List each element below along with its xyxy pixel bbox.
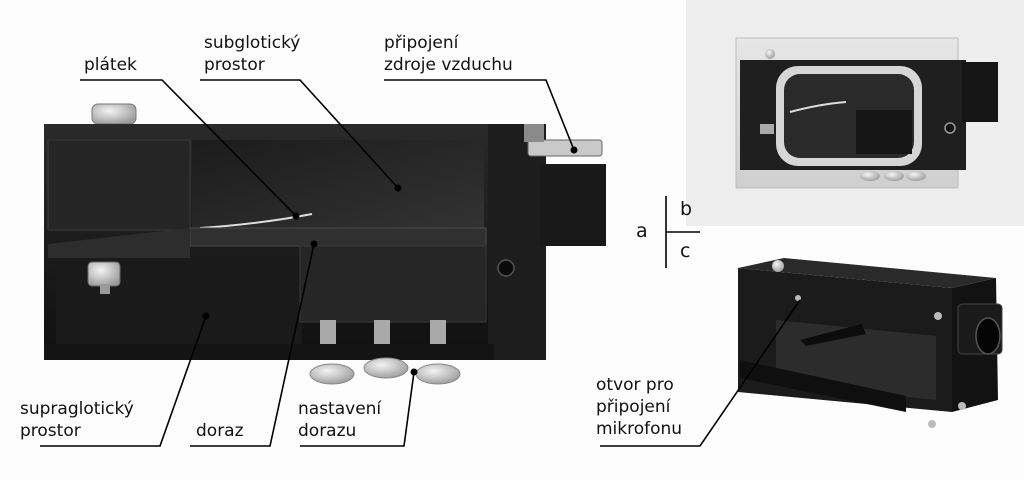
label-subgloticky-1: subglotický [204, 33, 301, 53]
label-nastaveni-2: dorazu [298, 421, 357, 441]
label-otvor-1: otvor pro [596, 375, 674, 395]
leader-supragloticky [40, 315, 207, 447]
photo-b-transparent-cover [686, 0, 1024, 226]
panel-key-a: a [636, 220, 648, 242]
panel-key-c: c [680, 240, 691, 262]
leader-otvor [600, 299, 801, 447]
panel-key-b: b [680, 198, 693, 220]
label-otvor-2: připojení [596, 397, 671, 417]
leader-nastaveni [300, 371, 415, 447]
label-subgloticky-2: prostor [204, 55, 265, 75]
leader-pripojeni [384, 79, 575, 151]
label-supragloticky-1: supraglotický [20, 399, 134, 419]
leader-subgloticky [200, 79, 399, 189]
label-supragloticky-2: prostor [20, 421, 81, 441]
leader-doraz [190, 243, 315, 447]
panel-key [665, 196, 700, 268]
label-platek: plátek [84, 55, 137, 75]
label-nastaveni-1: nastavení [298, 399, 382, 419]
leader-lines [40, 79, 801, 447]
photo-a-main-device [44, 103, 606, 385]
photo-c-perspective-view [738, 258, 1003, 428]
label-doraz: doraz [196, 421, 244, 441]
leader-platek [80, 79, 297, 217]
label-pripojeni-1: připojení [384, 33, 459, 53]
label-pripojeni-2: zdroje vzduchu [384, 55, 513, 75]
label-otvor-3: mikrofonu [596, 419, 683, 439]
